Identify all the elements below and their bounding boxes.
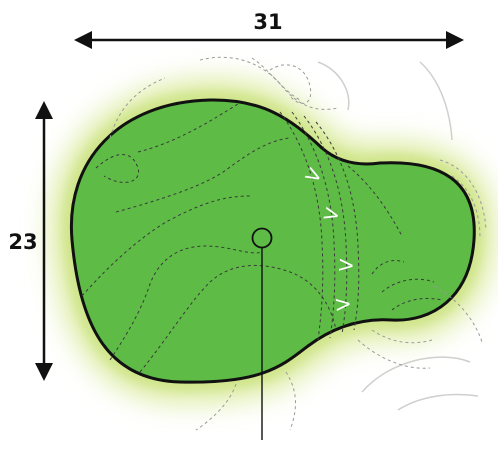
contour-lines — [81, 56, 487, 431]
width-dimension: 31 — [74, 10, 464, 49]
slope-marker-4: V — [333, 297, 355, 312]
dimension-arrow-right-head — [446, 31, 464, 49]
dimension-arrow-left-head — [74, 31, 92, 49]
depth-dimension: 23 — [8, 101, 53, 381]
width-label: 31 — [253, 10, 282, 34]
dimension-arrow-bottom-head — [35, 363, 53, 381]
depth-label: 23 — [8, 230, 37, 254]
surrounding-terrain-lines — [317, 61, 479, 411]
hole-pin-marker — [251, 227, 273, 440]
slope-marker-3: V — [336, 258, 358, 273]
dimension-arrow-top-head — [35, 101, 53, 119]
putting-green-surface — [69, 98, 476, 384]
